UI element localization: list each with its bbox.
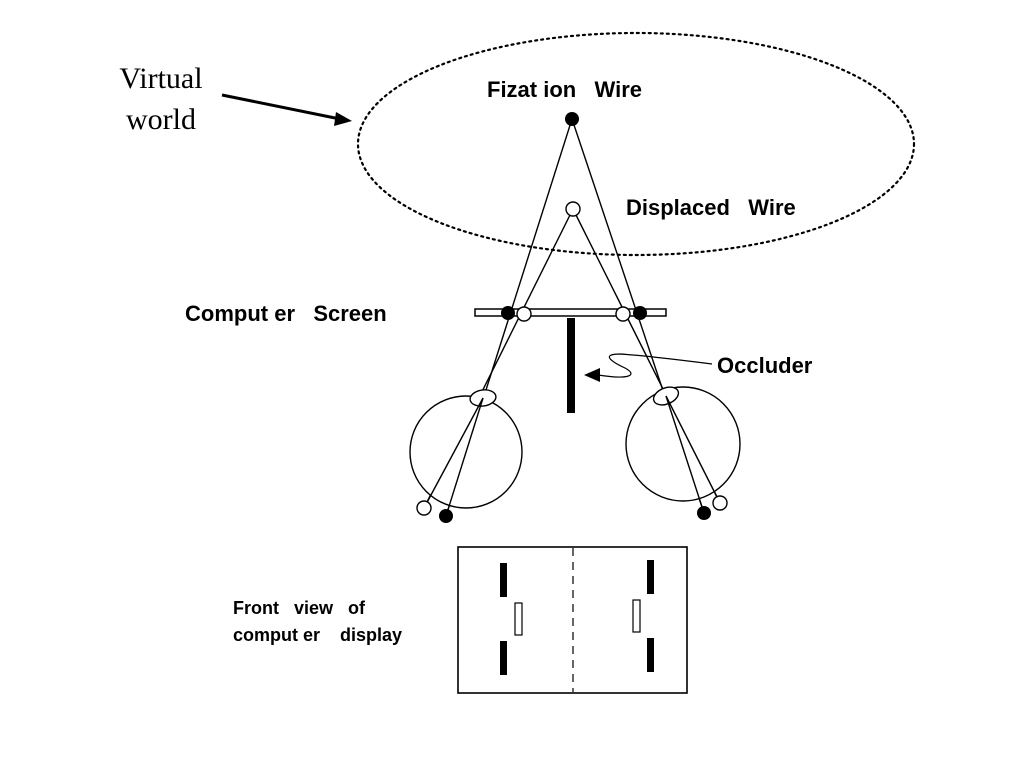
right-retina-displaced-dot: [712, 495, 728, 511]
screen-displaced-point-right: [615, 306, 631, 322]
right-displaced-bar: [632, 599, 641, 633]
left-retina-displaced-dot: [416, 500, 432, 516]
displaced-wire-label: Displaced Wire: [626, 195, 796, 220]
front-view-label-line2: comput er display: [233, 625, 402, 645]
screen-fixation-point-left: [501, 306, 515, 320]
left-retina-fixation-dot: [439, 509, 453, 523]
front-view-label-line1: Front view of: [233, 598, 366, 618]
left-eye: [409, 389, 523, 523]
computer-screen-bar: [474, 308, 667, 317]
right-eye: [625, 386, 741, 520]
front-view-display: [457, 546, 688, 694]
right-fixation-bar-bottom: [647, 638, 654, 672]
screen-displaced-point-left: [516, 306, 532, 322]
displaced-wire-dot: [565, 201, 581, 217]
occluder-bar: [567, 318, 575, 413]
virtual-world-label-line2: world: [126, 103, 196, 136]
occluder-pointer: [584, 353, 713, 382]
left-displaced-bar: [514, 602, 523, 636]
computer-screen-label: Comput er Screen: [185, 301, 387, 326]
virtual-world-label-line1: Virtual: [119, 62, 202, 95]
left-fixation-bar-bottom: [500, 641, 507, 675]
fixation-wire-dot: [565, 112, 579, 126]
virtual-world-arrow: [221, 93, 352, 126]
occluder-label: Occluder: [717, 353, 813, 378]
screen-fixation-point-right: [633, 306, 647, 320]
right-fixation-bar-top: [647, 560, 654, 594]
right-retina-fixation-dot: [697, 506, 711, 520]
virtual-world-ellipse: [356, 31, 916, 257]
left-fixation-bar-top: [500, 563, 507, 597]
fixation-wire-label: Fizat ion Wire: [487, 77, 642, 102]
